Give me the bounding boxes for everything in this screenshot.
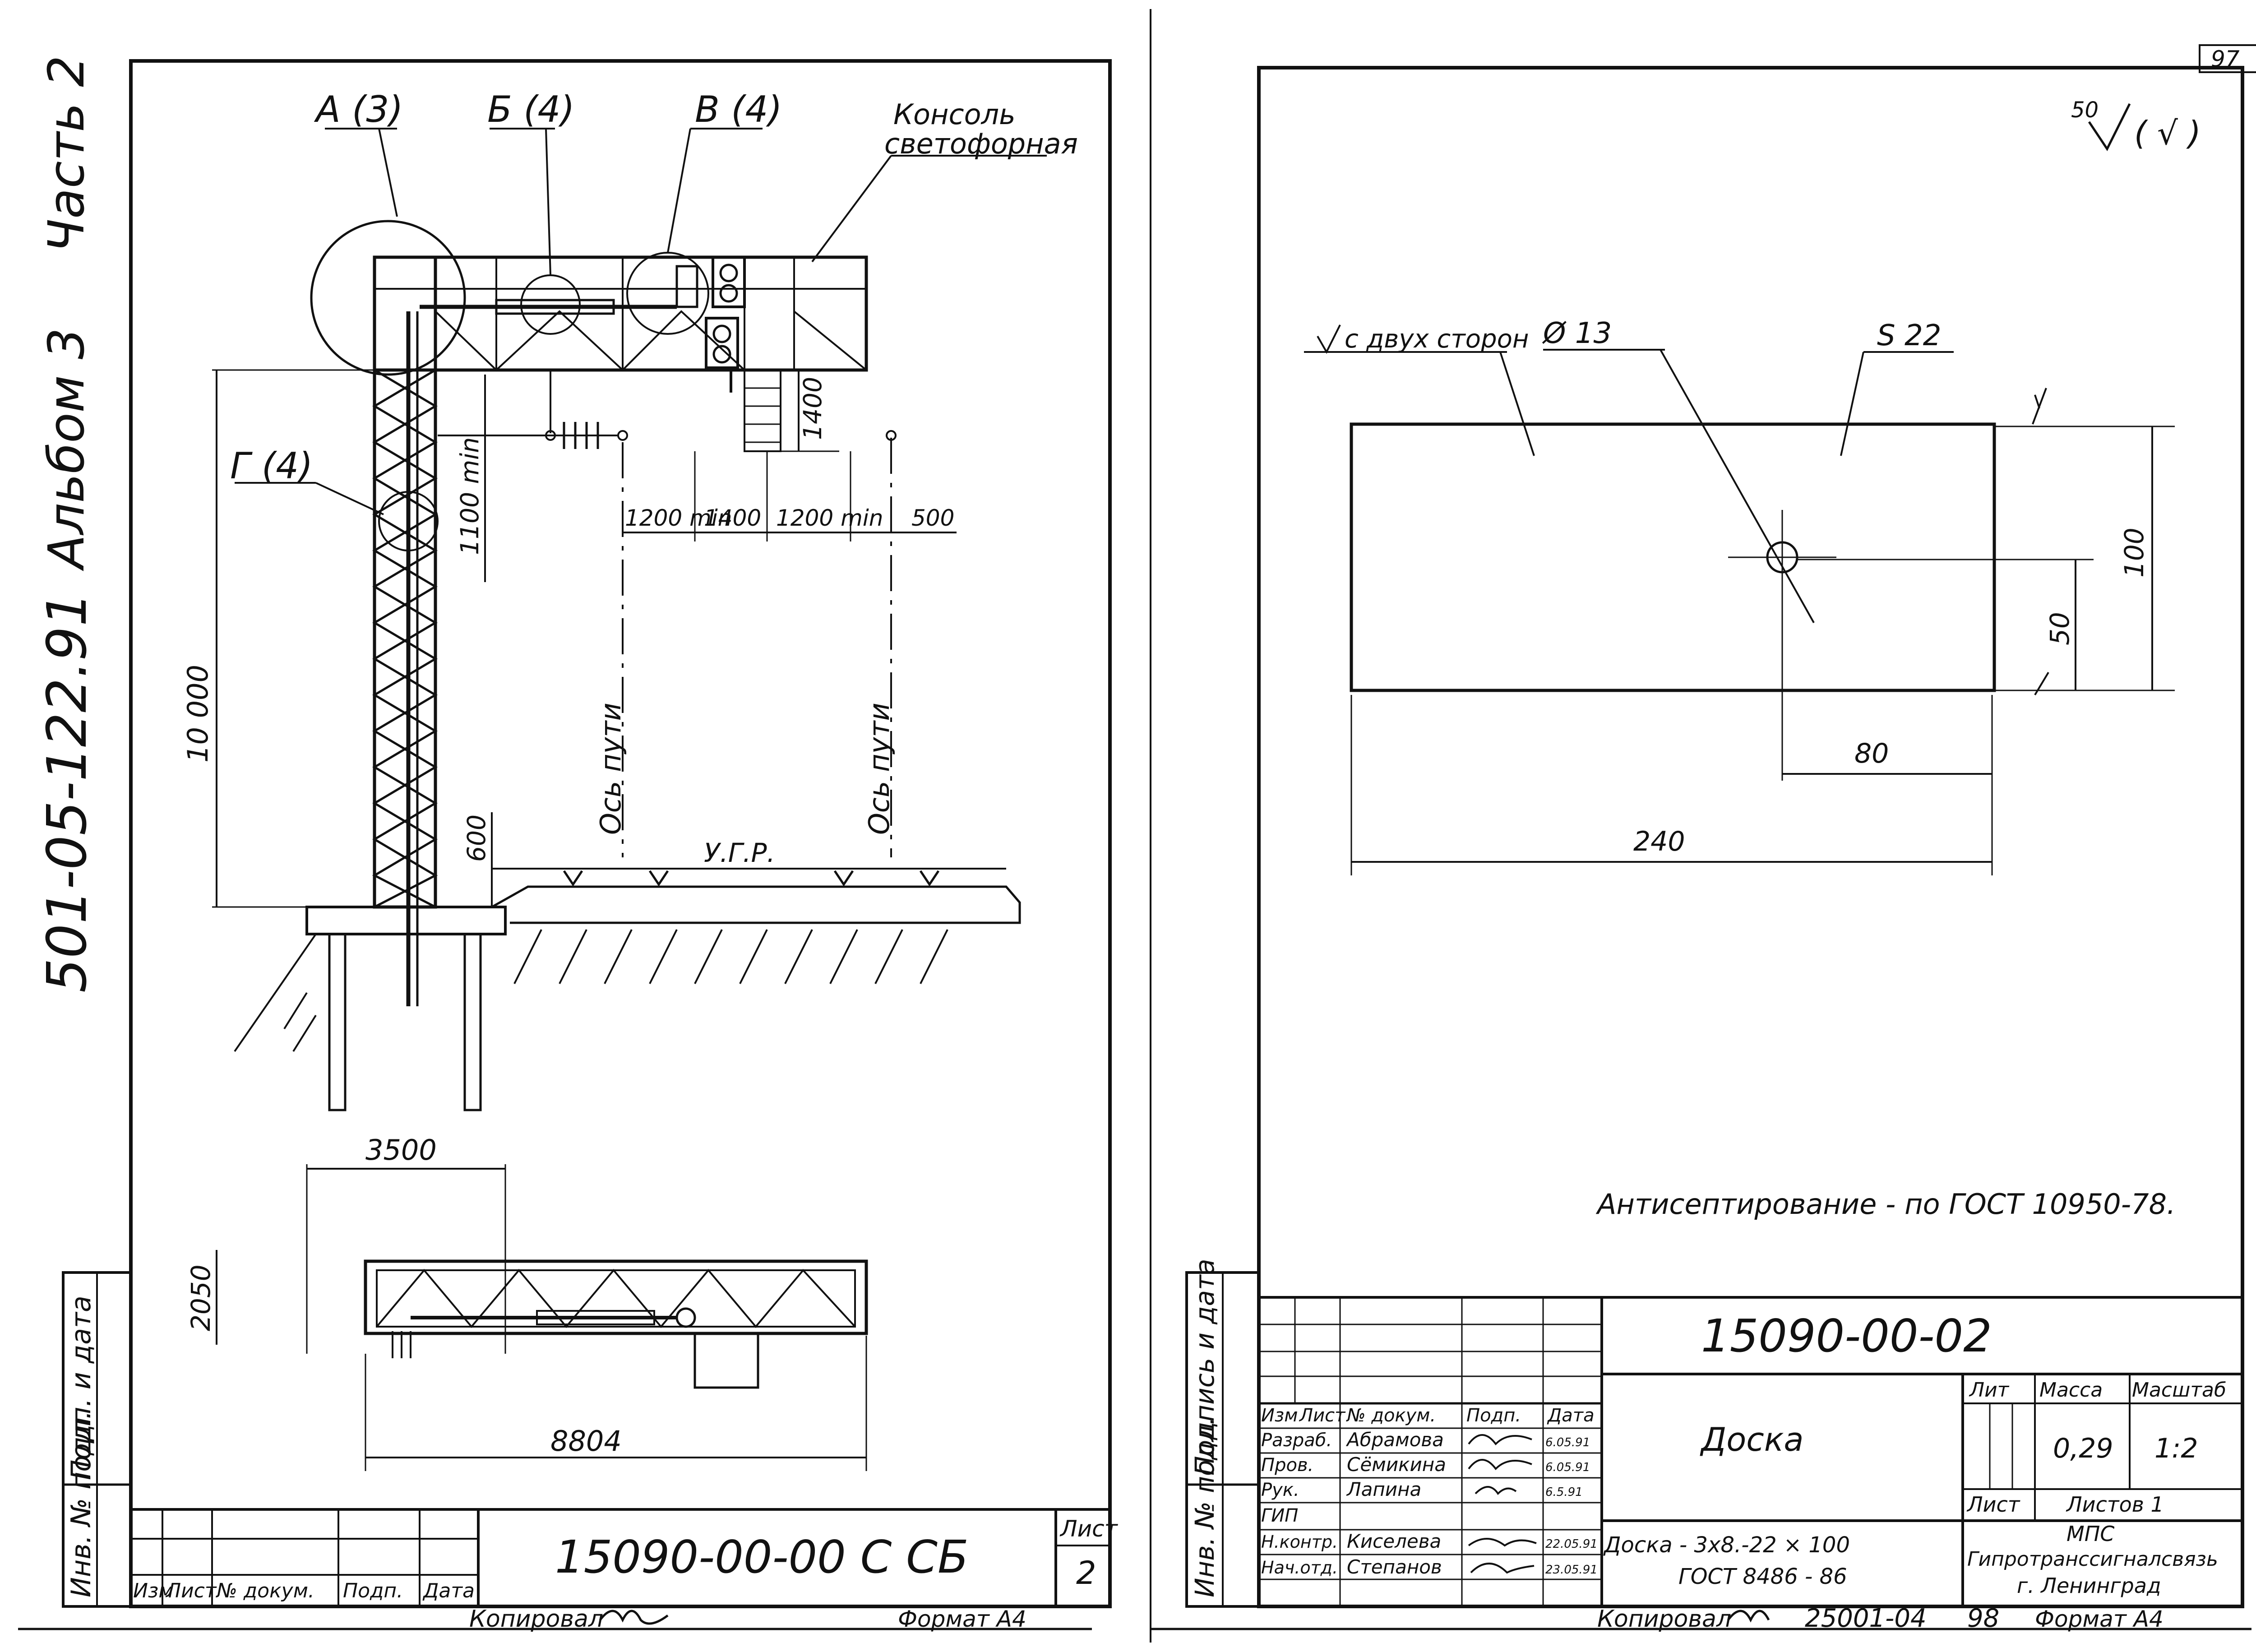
dim-500: 500 <box>911 505 954 531</box>
person-role: Нач.отд. <box>1261 1558 1338 1578</box>
signal-console-drawing: А (3) Б (4) В (4) Г (4) Консоль светофор… <box>181 88 1078 1471</box>
material-1: Доска - 3х8.-22 × 100 <box>1603 1532 1850 1558</box>
dim-8804: 8804 <box>550 1425 622 1458</box>
copier-signature-left <box>599 1610 669 1625</box>
left-title-block: Изм Лист № докум. Подп. Дата 15090-00-00… <box>131 1508 1119 1606</box>
tb-col-izm: Изм <box>133 1579 174 1602</box>
weld-note: с двух сторон <box>1345 324 1529 354</box>
signatures <box>1468 1434 1537 1574</box>
sheet-label: Лист <box>1966 1492 2020 1517</box>
lit-label: Лит <box>1969 1379 2010 1402</box>
tb-col-doc: № докум. <box>215 1579 314 1602</box>
left-stamp-podp: Подп. и дата <box>65 1296 97 1480</box>
tb-col-date: Дата <box>422 1579 475 1602</box>
footer-order: 25001-04 <box>1805 1604 1927 1633</box>
left-sheet: Часть 2 Альбом 3 501-05-122.91 Подп. и д… <box>18 56 1119 1633</box>
dim-240: 240 <box>1633 826 1685 857</box>
person-name: Сёмикина <box>1347 1453 1446 1476</box>
person-date: 6.05.91 <box>1545 1436 1590 1449</box>
person-name: Абрамова <box>1345 1429 1444 1451</box>
dim-1400-v: 1400 <box>798 377 827 440</box>
track-axis-2: Ось пути <box>863 703 896 835</box>
roughness-paren: ( √ ) <box>2134 114 2201 152</box>
dim-2050: 2050 <box>185 1264 216 1331</box>
org-1: МПС <box>2066 1522 2114 1546</box>
dim-3500: 3500 <box>365 1134 437 1166</box>
antiseptic-note: Антисептирование - по ГОСТ 10950-78. <box>1595 1188 2176 1221</box>
callout-a: А (3) <box>314 88 403 130</box>
dim-1200-a: 1200 min <box>625 505 732 531</box>
rtb-col-doc: № докум. <box>1346 1405 1436 1426</box>
rtb-col-date: Дата <box>1547 1405 1595 1426</box>
person-date: 23.05.91 <box>1545 1563 1598 1577</box>
roughness-icon <box>2088 103 2131 151</box>
left-designation: 15090-00-00 С СБ <box>555 1531 969 1583</box>
person-role: Разраб. <box>1261 1430 1332 1451</box>
copier-signature-right <box>1727 1610 1770 1623</box>
left-sheet-no: 2 <box>1076 1555 1096 1592</box>
org-3: г. Ленинград <box>2017 1573 2161 1598</box>
mass-label: Масса <box>2039 1379 2103 1402</box>
callout-b: Б (4) <box>487 88 575 130</box>
person-name: Киселева <box>1347 1530 1441 1552</box>
album-label: Альбом 3 <box>37 328 95 571</box>
callout-v: В (4) <box>695 88 782 130</box>
dim-600: 600 <box>462 814 491 862</box>
dim-80: 80 <box>1854 738 1889 769</box>
scale-label: Масштаб <box>2132 1379 2226 1402</box>
right-stamp-podp: Подпись и дата <box>1189 1259 1220 1476</box>
dim-100: 100 <box>2119 528 2150 578</box>
person-date: 6.5.91 <box>1545 1485 1583 1499</box>
left-stamp-inv: Инв. № подл. <box>65 1411 97 1597</box>
footer-num: 98 <box>1967 1604 1999 1633</box>
thickness-label: S 22 <box>1877 319 1941 352</box>
org-2: Гипротранссигналсвязь <box>1967 1548 2218 1571</box>
right-footer-format: Формат А4 <box>2035 1606 2164 1632</box>
board-drawing: с двух сторон Ø 13 S 22 100 50 80 240 <box>1304 317 2175 875</box>
left-footer-copied: Копировал <box>469 1606 603 1633</box>
top-right-number: 97 <box>2211 46 2240 72</box>
rtb-col-podp: Подп. <box>1466 1405 1521 1426</box>
left-sheet-label: Лист <box>1059 1516 1119 1542</box>
ugr-label: У.Г.Р. <box>704 838 775 868</box>
track-axis-1: Ось пути <box>594 703 627 835</box>
weld-icon <box>1317 324 1341 354</box>
callout-g: Г (4) <box>230 445 313 487</box>
tb-col-list: Лист <box>165 1579 217 1602</box>
console-label-1: Консоль <box>893 98 1016 131</box>
sheets-label: Листов 1 <box>2066 1492 2164 1517</box>
hole-label: Ø 13 <box>1542 317 1612 350</box>
person-role: Пров. <box>1261 1455 1313 1476</box>
right-footer-copied: Копировал <box>1597 1606 1731 1633</box>
dim-1100-min: 1100 min <box>455 437 484 555</box>
dim-1400-h: 1400 <box>704 505 761 531</box>
person-date: 22.05.91 <box>1545 1537 1598 1551</box>
scale-value: 1:2 <box>2154 1433 2198 1464</box>
person-name: Степанов <box>1347 1556 1442 1578</box>
person-name: Лапина <box>1346 1478 1421 1500</box>
console-label-2: светофорная <box>884 127 1078 160</box>
mass-value: 0,29 <box>2053 1433 2113 1464</box>
material-2: ГОСТ 8486 - 86 <box>1678 1564 1847 1589</box>
rtb-col-izm: Изм <box>1261 1405 1298 1426</box>
part-name: Доска <box>1700 1421 1804 1458</box>
right-title-block: Изм Лист № докум. Подп. Дата Разраб. Абр… <box>1259 1296 2242 1606</box>
person-role: Рук. <box>1261 1480 1299 1500</box>
part-label: Часть 2 <box>37 56 95 253</box>
left-footer-format: Формат А4 <box>898 1606 1026 1632</box>
person-role: ГИП <box>1261 1505 1298 1526</box>
series-code: 501-05-122.91 <box>36 592 99 993</box>
roughness-value: 50 <box>2071 97 2099 123</box>
person-date: 6.05.91 <box>1545 1461 1590 1474</box>
tb-col-podp: Подп. <box>343 1579 403 1602</box>
right-stamp-inv: Инв. № подл. <box>1189 1417 1220 1597</box>
person-role: Н.контр. <box>1261 1532 1338 1552</box>
right-designation: 15090-00-02 <box>1701 1310 1992 1362</box>
dim-1200-b: 1200 min <box>776 505 883 531</box>
rtb-col-list: Лист <box>1299 1405 1346 1426</box>
dim-50: 50 <box>2044 612 2075 645</box>
right-sheet: 97 50 ( √ ) с двух сторон Ø 13 S 22 <box>1151 44 2256 1633</box>
dim-10000: 10 000 <box>181 665 214 763</box>
